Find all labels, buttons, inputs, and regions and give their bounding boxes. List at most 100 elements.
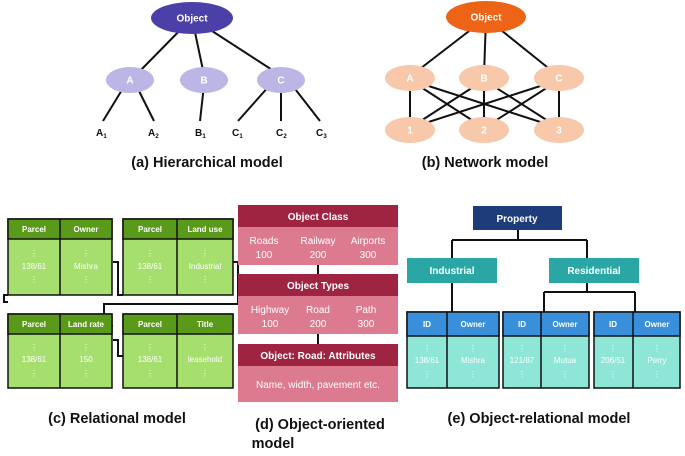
ellipsis-dots: ⋮ — [82, 343, 90, 352]
oo-types-box: Object Types Highway Road Path 100 200 3… — [238, 274, 398, 334]
ellipsis-dots: ⋮ — [609, 370, 617, 379]
rel-cell: 138/61 — [22, 355, 47, 364]
hier-node-c-label: C — [277, 76, 284, 87]
hier-leaf: C2 — [276, 128, 287, 140]
or-table-2: ID Owner 121/87 Mutua ⋮ ⋮ ⋮ ⋮ — [502, 311, 590, 389]
ellipsis-dots: ⋮ — [82, 369, 90, 378]
or-cell: 138/61 — [415, 356, 440, 365]
hier-leaf: A2 — [148, 128, 159, 140]
ellipsis-dots: ⋮ — [561, 344, 569, 353]
rel-cell: Mishra — [74, 262, 99, 271]
oo-attr-title: Object: Road: Attributes — [260, 351, 376, 362]
hier-leaf-labels: A1 A2 B1 C1 C2 C3 — [96, 128, 327, 140]
oo-class-box: Object Class Roads Railway Airports 100 … — [238, 205, 398, 265]
oo-class-value: 200 — [310, 250, 327, 261]
caption-network: (b) Network model — [422, 155, 548, 171]
net-node-3-label: 3 — [556, 126, 562, 137]
hier-leaf: B1 — [195, 128, 206, 140]
net-node-c-label: C — [555, 74, 562, 85]
hier-node-a-label: A — [126, 76, 133, 87]
net-root-label: Object — [470, 13, 502, 24]
oo-class-item: Roads — [250, 236, 279, 247]
oo-class-item: Airports — [351, 236, 385, 247]
relational-table-2: Parcel Land use 138/61 Industrial ⋮ ⋮ ⋮ … — [122, 218, 234, 296]
hier-leaf: A1 — [96, 128, 107, 140]
relational-table-4: Parcel Title 138/61 leasehold ⋮ ⋮ ⋮ ⋮ — [122, 313, 234, 389]
or-root-node — [473, 206, 562, 230]
ellipsis-dots: ⋮ — [30, 369, 38, 378]
or-header: ID — [423, 320, 431, 329]
or-cell: 121/87 — [510, 356, 535, 365]
hier-node-c — [257, 67, 305, 93]
rel-header: Parcel — [22, 320, 46, 329]
caption-object-relational: (e) Object-relational model — [448, 411, 631, 427]
or-header: Owner — [553, 320, 578, 329]
relational-table-1: Parcel Owner 138/61 Mishra ⋮ ⋮ ⋮ ⋮ — [7, 218, 113, 296]
net-node-a — [385, 65, 435, 91]
or-cell: Mutua — [554, 356, 577, 365]
oo-type-item: Road — [306, 305, 330, 316]
ellipsis-dots: ⋮ — [653, 344, 661, 353]
caption-relational: (c) Relational model — [48, 411, 186, 427]
ellipsis-dots: ⋮ — [653, 370, 661, 379]
rel-cell: leasehold — [188, 355, 222, 364]
rel-header: Parcel — [138, 225, 162, 234]
net-node-1-label: 1 — [407, 126, 413, 137]
rel-cell: 150 — [79, 355, 93, 364]
oo-class-value: 300 — [360, 250, 377, 261]
ellipsis-dots: ⋮ — [30, 343, 38, 352]
rel-cell: 138/61 — [138, 262, 163, 271]
hier-node-b — [180, 67, 228, 93]
rel-cell: Industrial — [189, 262, 222, 271]
ellipsis-dots: ⋮ — [146, 369, 154, 378]
oo-type-value: 200 — [310, 319, 327, 330]
or-cell: Perry — [647, 356, 666, 365]
rel-header: Parcel — [22, 225, 46, 234]
hier-leaf: C1 — [232, 128, 243, 140]
oo-type-item: Highway — [251, 305, 289, 316]
ellipsis-dots: ⋮ — [82, 275, 90, 284]
net-node-2-label: 2 — [481, 126, 487, 137]
hier-leaf: C3 — [316, 128, 327, 140]
ellipsis-dots: ⋮ — [201, 369, 209, 378]
ellipsis-dots: ⋮ — [518, 370, 526, 379]
or-cell: Mishra — [461, 356, 486, 365]
or-branch-residential-label: Residential — [567, 266, 621, 277]
hier-root-label: Object — [176, 14, 208, 25]
caption-object-oriented-1: (d) Object-oriented — [255, 417, 385, 433]
ellipsis-dots: ⋮ — [469, 370, 477, 379]
ellipsis-dots: ⋮ — [423, 370, 431, 379]
net-node-3 — [534, 117, 584, 143]
rel-header: Owner — [74, 225, 99, 234]
net-node-a-label: A — [406, 74, 413, 85]
ellipsis-dots: ⋮ — [201, 343, 209, 352]
net-node-b-label: B — [480, 74, 487, 85]
ellipsis-dots: ⋮ — [146, 249, 154, 258]
rel-cell: 138/61 — [22, 262, 47, 271]
oo-attr-text: Name, width, pavement etc. — [256, 380, 380, 391]
ellipsis-dots: ⋮ — [201, 249, 209, 258]
oo-attributes-box: Object: Road: Attributes Name, width, pa… — [238, 344, 398, 402]
ellipsis-dots: ⋮ — [561, 370, 569, 379]
or-header: ID — [609, 320, 617, 329]
hier-node-b-label: B — [200, 76, 207, 87]
ellipsis-dots: ⋮ — [30, 275, 38, 284]
oo-types-title: Object Types — [287, 281, 349, 292]
or-table-3: ID Owner 206/51 Perry ⋮ ⋮ ⋮ ⋮ — [593, 311, 681, 389]
or-branch-industrial — [407, 258, 497, 283]
hier-root-node — [151, 2, 233, 34]
net-node-b — [459, 65, 509, 91]
or-cell: 206/51 — [601, 356, 626, 365]
rel-header: Title — [197, 320, 214, 329]
net-node-c — [534, 65, 584, 91]
ellipsis-dots: ⋮ — [609, 344, 617, 353]
or-header: Owner — [645, 320, 670, 329]
or-table-1: ID Owner 138/61 Mishra ⋮ ⋮ ⋮ ⋮ — [406, 311, 500, 389]
ellipsis-dots: ⋮ — [146, 275, 154, 284]
oo-class-item: Railway — [300, 236, 335, 247]
ellipsis-dots: ⋮ — [423, 344, 431, 353]
ellipsis-dots: ⋮ — [146, 343, 154, 352]
rel-header: Land rate — [68, 320, 105, 329]
rel-header: Land use — [187, 225, 223, 234]
